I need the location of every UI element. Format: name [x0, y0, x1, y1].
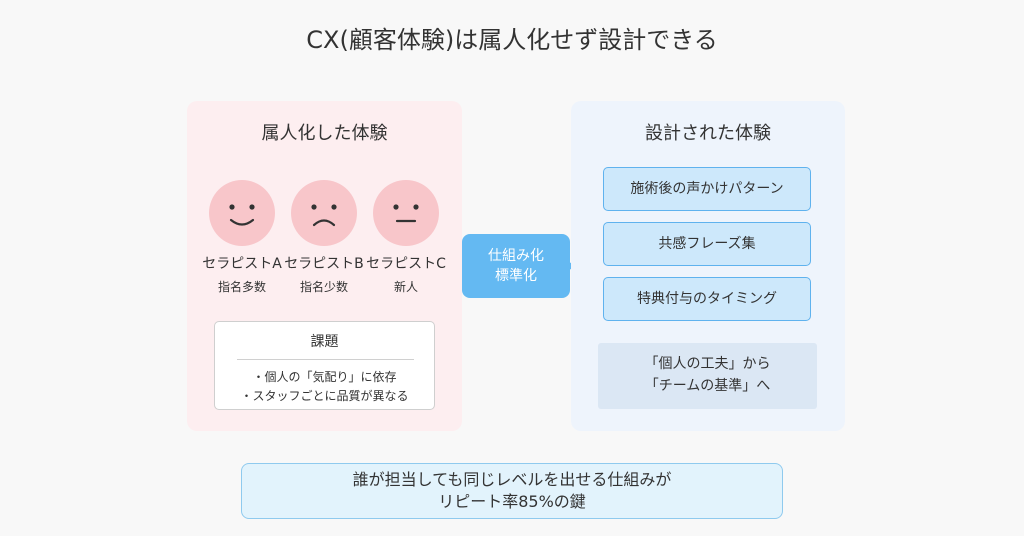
- conclusion-box: 誰が担当しても同じレベルを出せる仕組みが リピート率85%の鍵: [241, 463, 783, 519]
- therapist-c-name: セラピストC: [366, 256, 446, 272]
- left-panel-heading: 属人化した体験: [261, 123, 388, 144]
- right-panel-heading: 設計された体験: [645, 123, 771, 144]
- issues-divider: [237, 359, 414, 360]
- therapist-a-note: 指名多数: [217, 280, 266, 294]
- page-title: CX(顧客体験)は属人化せず設計できる: [306, 26, 718, 54]
- smiling-face-icon: [209, 180, 275, 246]
- arrow-line-1: 仕組み化: [488, 248, 544, 264]
- issues-list: ・個人の「気配り」に依存 ・スタッフごとに品質が異なる: [215, 368, 434, 406]
- personalized-experience-panel: 属人化した体験 セラピストA 指名多数 セラピストB 指名少数 セラピストC 新…: [187, 101, 462, 431]
- therapist-c: セラピストC 新人: [361, 253, 451, 295]
- therapist-a-name: セラピストA: [202, 256, 282, 272]
- shift-line-2: 「チームの基準」へ: [644, 378, 771, 394]
- neutral-face-icon: [373, 180, 439, 246]
- issue-item: ・スタッフごとに品質が異なる: [240, 389, 409, 403]
- issues-box: 課題 ・個人の「気配り」に依存 ・スタッフごとに品質が異なる: [214, 321, 435, 410]
- shift-line-1: 「個人の工夫」から: [644, 356, 771, 372]
- therapist-b: セラピストB 指名少数: [279, 253, 369, 295]
- step-box: 施術後の声かけパターン: [603, 167, 811, 211]
- therapist-c-note: 新人: [393, 280, 418, 294]
- systematize-arrow: 仕組み化 標準化: [462, 234, 570, 298]
- designed-experience-panel: 設計された体験 施術後の声かけパターン 共感フレーズ集 特典付与のタイミング 「…: [571, 101, 845, 431]
- issues-title: 課題: [310, 334, 339, 350]
- shift-box: 「個人の工夫」から 「チームの基準」へ: [598, 343, 817, 409]
- conclusion-line-2: リピート率85%の鍵: [438, 492, 586, 511]
- issue-item: ・個人の「気配り」に依存: [252, 370, 397, 384]
- arrow-line-2: 標準化: [495, 268, 537, 284]
- therapist-b-note: 指名少数: [299, 280, 348, 294]
- step-box: 特典付与のタイミング: [603, 277, 811, 321]
- step-box: 共感フレーズ集: [603, 222, 811, 266]
- therapist-b-name: セラピストB: [284, 256, 364, 272]
- frowning-face-icon: [291, 180, 357, 246]
- conclusion-line-1: 誰が担当しても同じレベルを出せる仕組みが: [352, 470, 672, 489]
- therapist-a: セラピストA 指名多数: [197, 253, 287, 295]
